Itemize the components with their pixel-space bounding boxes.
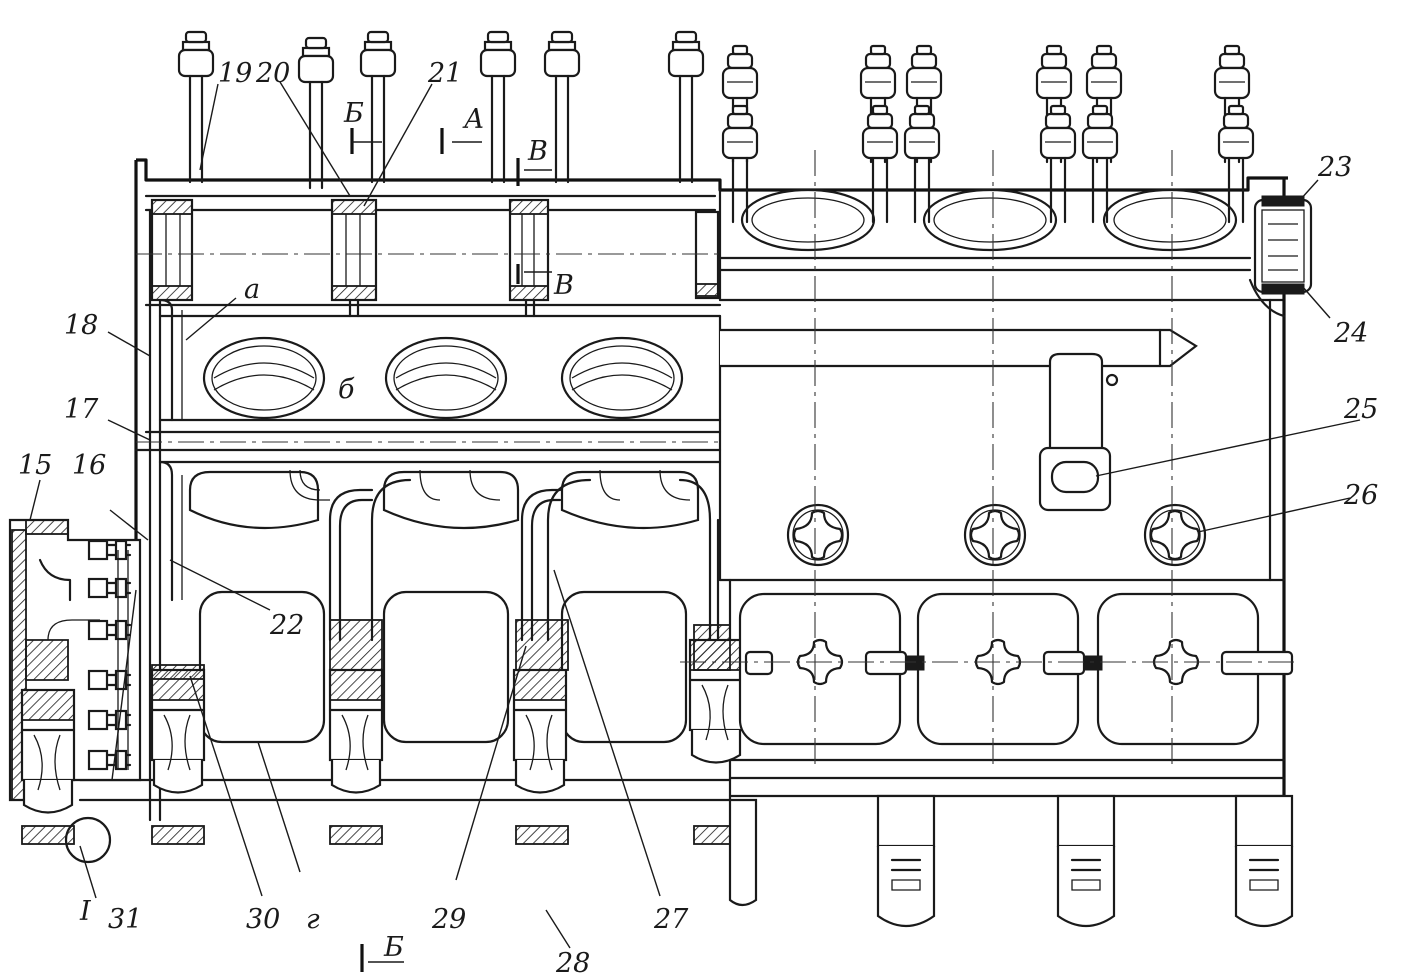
right-lower-windows — [738, 592, 1294, 746]
callout-28: 28 — [555, 948, 590, 977]
callout-30: 30 — [246, 904, 280, 935]
plugs — [786, 503, 1207, 567]
callout-17: 17 — [64, 394, 99, 425]
shaft-and-fitting — [720, 328, 1198, 512]
lubrication-pipes — [289, 469, 720, 642]
section-v-mid: В — [553, 270, 574, 301]
oval-ports-top — [740, 188, 1238, 252]
callout-26: 26 — [1343, 480, 1378, 511]
callout-31: 31 — [108, 904, 142, 935]
end-cap — [1248, 195, 1313, 318]
section-b-bottom: Б — [383, 932, 404, 963]
zone-label-b: б — [338, 374, 355, 405]
callout-18: 18 — [64, 310, 98, 341]
zone-label-a: а — [244, 274, 260, 305]
callout-leaders — [29, 81, 1361, 949]
bottom-feet — [728, 794, 1294, 928]
callout-labels: 19 20 21 23 24 18 17 25 26 15 16 22 31 3… — [18, 58, 1378, 977]
section-v-top: В — [527, 136, 548, 167]
upper-gallery — [150, 198, 720, 318]
zone-label-g: г — [306, 904, 320, 935]
oval-ports-middle — [202, 336, 684, 420]
callout-25: 25 — [1343, 394, 1378, 425]
section-marks: Б А В В Б — [343, 98, 574, 972]
callout-22: 22 — [269, 610, 304, 641]
callout-23: 23 — [1317, 152, 1352, 183]
callout-27: 27 — [653, 904, 689, 935]
callout-16: 16 — [72, 450, 106, 481]
head-studs — [177, 30, 705, 190]
callout-roman-1: I — [79, 896, 92, 927]
callout-29: 29 — [431, 904, 466, 935]
section-a-top: А — [462, 104, 484, 135]
callout-20: 20 — [255, 58, 290, 89]
callout-19: 19 — [218, 58, 252, 89]
callout-15: 15 — [18, 450, 52, 481]
section-b-top: Б — [343, 98, 364, 129]
left-flange — [8, 518, 142, 864]
callout-21: 21 — [427, 58, 462, 89]
callout-24: 24 — [1333, 318, 1368, 349]
cylinder-windows — [188, 470, 700, 744]
